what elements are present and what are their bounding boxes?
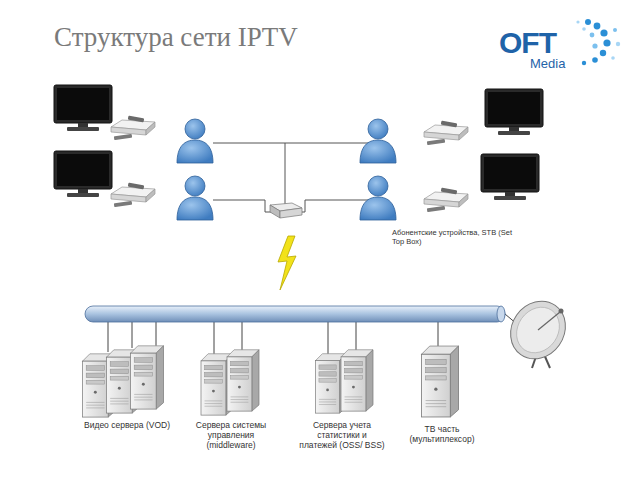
logo-text: OFT [499,26,556,60]
server-group-label: ТВ часть (мультиплексор) [400,425,484,445]
server-caption: Видео сервера (VOD) [84,421,170,431]
server-caption: Сервера системы управления (middleware) [186,421,276,450]
logo-subtext: Media [530,56,565,71]
server-group-label: Сервера системы управления (middleware) [186,421,276,450]
server-caption: ТВ часть (мультиплексор) [400,425,484,445]
subscriber-icons [177,119,396,220]
slide-title: Структура сети IPTV [54,22,298,53]
subscriber-wires [213,143,378,212]
lightning-bolt [278,236,296,290]
server-group-label: Сервера учета статистики и платежей (OSS… [298,421,386,450]
server-towers [83,346,459,417]
backbone-bus [85,306,505,322]
network-switch [270,203,302,218]
logo-dots [576,19,620,65]
satellite-dish [499,291,576,370]
server-caption: Сервера учета статистики и платежей (OSS… [298,421,386,450]
stb-label: Абонентские устройства, STB (Set Top Box… [392,228,512,246]
server-group-label: Видео сервера (VOD) [76,421,178,431]
tv-sets [54,85,543,200]
set-top-boxes [111,116,468,213]
